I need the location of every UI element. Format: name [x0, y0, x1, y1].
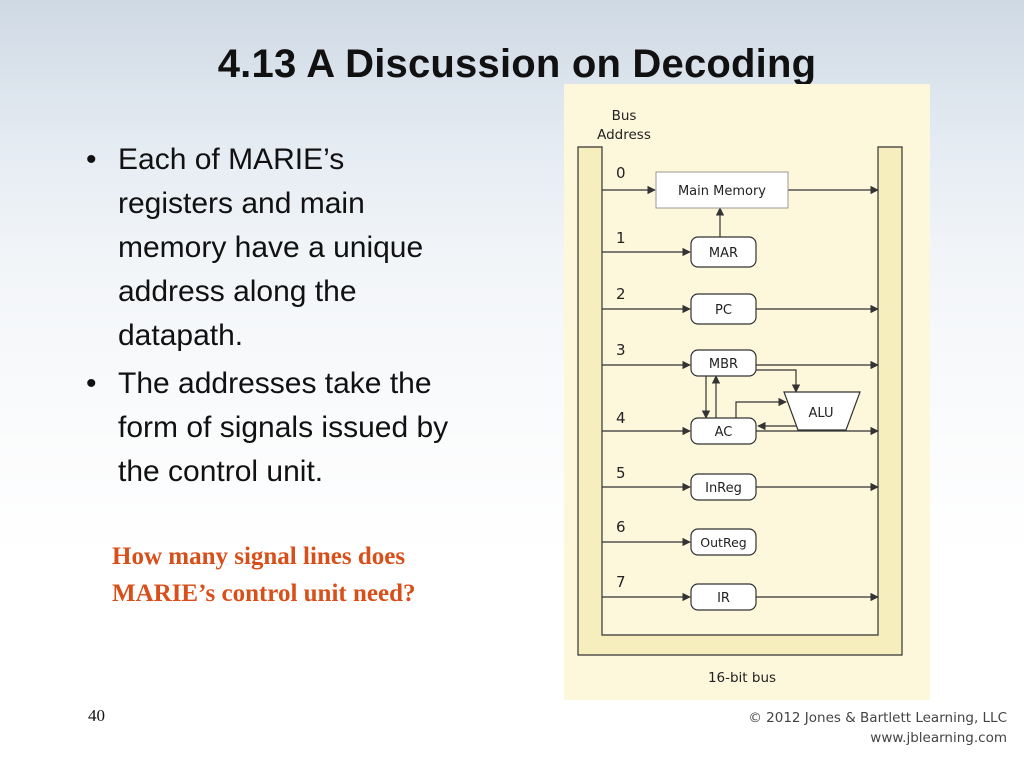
- bullet-item: • Each of MARIE’s registers and main mem…: [86, 138, 536, 358]
- mbr-to-alu-arrow: [756, 369, 801, 393]
- question-line: MARIE’s control unit need?: [112, 580, 416, 607]
- inreg-label: InReg: [705, 481, 742, 496]
- bullet-list: • Each of MARIE’s registers and main mem…: [86, 138, 536, 494]
- main-memory-box: [655, 171, 789, 209]
- alu-label: ALU: [808, 406, 833, 421]
- ac-label: AC: [715, 425, 733, 440]
- bullet-line: registers and main: [118, 187, 365, 220]
- copyright-text: © 2012 Jones & Bartlett Learning, LLC: [748, 710, 1007, 726]
- page-number: 40: [88, 706, 105, 725]
- bus-address-label-line2: Address: [597, 127, 651, 143]
- bullet-item: • The addresses take the form of signals…: [86, 362, 536, 494]
- bullet-dot-icon: •: [86, 367, 97, 400]
- datapath-svg: Bus Address 0 1 2 3 4 5 6 7: [564, 84, 930, 700]
- bullet-line: datapath.: [118, 319, 244, 352]
- address-number: 0: [616, 164, 626, 182]
- bus-width-label: 16-bit bus: [708, 670, 776, 686]
- main-memory-label: Main Memory: [678, 184, 766, 199]
- mar-box: [690, 236, 757, 268]
- pc-box: [690, 293, 757, 325]
- mbr-label: MBR: [709, 357, 738, 372]
- outreg-label: OutReg: [700, 535, 746, 550]
- ac-box: [690, 417, 757, 445]
- bullet-line: form of signals issued by: [118, 411, 449, 444]
- address-number: 7: [616, 573, 626, 591]
- bullet-line: the control unit.: [118, 455, 324, 488]
- question-line: How many signal lines does: [112, 543, 406, 570]
- inreg-box: [690, 473, 757, 501]
- address-number: 6: [616, 518, 626, 536]
- copyright-footer: © 2012 Jones & Bartlett Learning, LLC ww…: [748, 708, 1007, 748]
- bus-address-label-line1: Bus: [612, 108, 637, 124]
- publisher-url: www.jblearning.com: [870, 730, 1007, 746]
- mbr-box: [690, 349, 757, 377]
- bullet-dot-icon: •: [86, 143, 97, 176]
- pc-label: PC: [715, 303, 732, 318]
- address-number: 1: [616, 229, 626, 247]
- mar-label: MAR: [709, 246, 738, 261]
- bullet-line: memory have a unique: [118, 231, 424, 264]
- alu-shape: [783, 391, 861, 431]
- bus-frame: [577, 146, 903, 656]
- ir-label: IR: [717, 591, 730, 606]
- ir-box: [690, 583, 757, 611]
- bullet-line: The addresses take the: [118, 367, 432, 400]
- address-number: 2: [616, 285, 626, 303]
- address-number: 5: [616, 464, 626, 482]
- question-text: How many signal lines does MARIE’s contr…: [112, 538, 532, 612]
- bullet-line: Each of MARIE’s: [118, 143, 345, 176]
- address-number: 3: [616, 341, 626, 359]
- address-number: 4: [616, 409, 626, 427]
- ac-to-alu-arrow: [735, 397, 787, 420]
- bullet-line: address along the: [118, 275, 357, 308]
- slide-title: 4.13 A Discussion on Decoding: [217, 42, 817, 86]
- outreg-box: [690, 528, 757, 556]
- datapath-diagram: Bus Address 0 1 2 3 4 5 6 7: [564, 84, 930, 700]
